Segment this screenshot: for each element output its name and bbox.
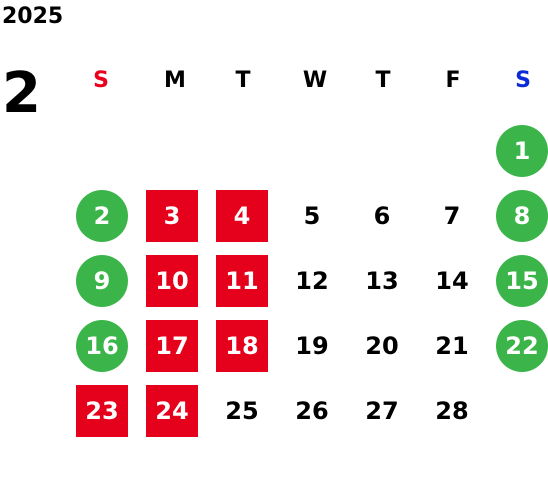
day-cell: 28 [435, 397, 469, 425]
day-cell: 14 [435, 267, 469, 295]
weekday-sunday: S [93, 68, 109, 93]
day-cell: 2 [76, 190, 128, 242]
day-cell: 11 [216, 255, 268, 307]
month-number: 2 [2, 61, 41, 126]
day-cell: 22 [496, 320, 548, 372]
year-label: 2025 [2, 4, 64, 29]
day-cell: 19 [295, 332, 329, 360]
day-cell: 10 [146, 255, 198, 307]
day-cell: 25 [225, 397, 259, 425]
day-cell: 3 [146, 190, 198, 242]
weekday-thursday: T [375, 68, 391, 93]
day-cell: 1 [496, 125, 548, 177]
day-cell: 13 [365, 267, 399, 295]
day-cell: 17 [146, 320, 198, 372]
weekday-friday: F [445, 68, 461, 93]
day-cell: 12 [295, 267, 329, 295]
weekday-header-row: S M T W T F S [66, 66, 548, 96]
day-cell: 4 [216, 190, 268, 242]
day-cell: 27 [365, 397, 399, 425]
weekday-saturday: S [515, 68, 531, 93]
day-cell: 23 [76, 385, 128, 437]
day-cell: 26 [295, 397, 329, 425]
day-cell: 7 [443, 202, 461, 230]
day-cell: 6 [373, 202, 391, 230]
day-cell: 20 [365, 332, 399, 360]
day-cell: 15 [496, 255, 548, 307]
day-cell: 18 [216, 320, 268, 372]
weekday-monday: M [164, 68, 186, 93]
weekday-wednesday: W [302, 68, 328, 93]
day-cell: 5 [303, 202, 321, 230]
day-cell: 8 [496, 190, 548, 242]
day-cell: 16 [76, 320, 128, 372]
weekday-tuesday: T [235, 68, 251, 93]
day-cell: 21 [435, 332, 469, 360]
day-cell: 9 [76, 255, 128, 307]
day-cell: 24 [146, 385, 198, 437]
